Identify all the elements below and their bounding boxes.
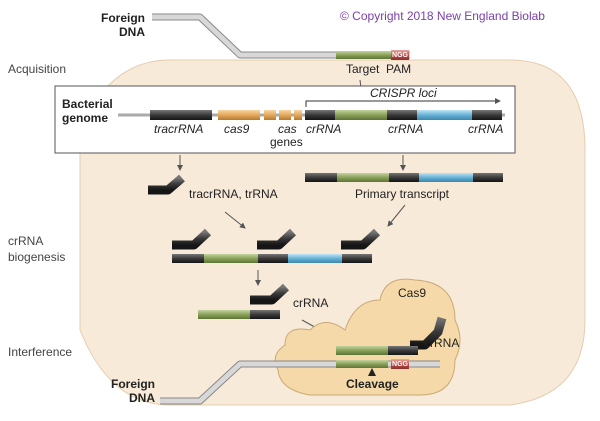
crispr-repeat-3	[472, 110, 502, 120]
cas9-label: Cas9	[398, 286, 426, 300]
cas-genes-label-line1: cas	[278, 122, 297, 136]
crispr-repeat-2	[387, 110, 417, 120]
cas9-bound-guide	[336, 316, 447, 355]
tracrrna-to-processing-arrow	[224, 211, 246, 229]
tracrrna-trrna-label: tracrRNA, trRNA	[189, 187, 278, 201]
tracrrna-gene-label: tracrRNA	[154, 122, 203, 136]
cas-gene-1	[264, 110, 276, 120]
target-label: Target	[346, 62, 380, 76]
foreign-dna-top-strand: NGG	[152, 13, 410, 60]
foreign-dna-top-label-line2: DNA	[119, 25, 145, 39]
stage-acquisition: Acquisition	[8, 62, 66, 76]
crispr-repeat-1	[305, 110, 335, 120]
foreign-dna-bottom-label-line2: DNA	[129, 391, 155, 405]
transcript-to-processing-arrow	[387, 204, 406, 227]
pam-box-top	[391, 50, 409, 60]
cleavage-marker	[368, 368, 376, 376]
tracrrna-gene	[150, 110, 212, 120]
cas-genes-label-line2: genes	[270, 135, 303, 149]
stage-crrna-biogenesis-line2: biogenesis	[8, 250, 65, 264]
target-segment	[336, 51, 391, 59]
primary-transcript-label: Primary transcript	[355, 187, 450, 201]
stage-crrna-biogenesis-line1: crRNA	[8, 234, 43, 248]
crrna-label-2: crRNA	[388, 122, 423, 136]
pam-box-bottom	[391, 359, 409, 369]
target-segment-bottom	[336, 360, 388, 368]
pam-label: PAM	[386, 62, 411, 76]
crispr-spacer-blue	[417, 110, 472, 120]
tracrrna-transcript	[148, 174, 185, 195]
pam-tag-bottom: NGG	[392, 361, 409, 368]
tracrrna-duplex-3	[341, 228, 381, 250]
foreign-dna-bottom-strand: NGG	[160, 359, 440, 405]
cas-gene-2	[279, 110, 291, 120]
crispr-loci-bracket	[305, 98, 501, 107]
bacterial-genome-label-line2: genome	[62, 111, 108, 125]
mature-crrna-label: crRNA	[293, 296, 328, 310]
bacterial-genome-label-line1: Bacterial	[62, 97, 113, 111]
crispr-loci-label: CRISPR loci	[370, 86, 437, 100]
primary-transcript	[305, 173, 503, 182]
cas9-gene-label: cas9	[224, 122, 250, 136]
cas9-crrna-label: crRNA	[424, 336, 459, 350]
tracrrna-duplex-1	[172, 228, 212, 250]
copyright-notice: © Copyright 2018 New England Biolab	[340, 9, 545, 23]
foreign-dna-bottom-label-line1: Foreign	[111, 377, 155, 391]
crispr-spacer-green	[335, 110, 387, 120]
foreign-dna-top-label-line1: Foreign	[101, 11, 145, 25]
tracrrna-duplex-2	[257, 228, 297, 250]
pam-tag-top: NGG	[392, 52, 409, 59]
stage-interference: Interference	[8, 345, 72, 359]
cas9-gene	[218, 110, 260, 120]
cleavage-label: Cleavage	[346, 377, 399, 391]
crrna-label-1: crRNA	[306, 122, 341, 136]
mature-crrna-duplex	[198, 283, 290, 319]
crrna-label-3: crRNA	[468, 122, 503, 136]
cas-gene-3	[294, 110, 302, 120]
pre-crrna-processing	[172, 254, 372, 263]
bacterial-genome-panel: Bacterial genome CRISPR loci tracrRNA ca…	[54, 85, 516, 154]
